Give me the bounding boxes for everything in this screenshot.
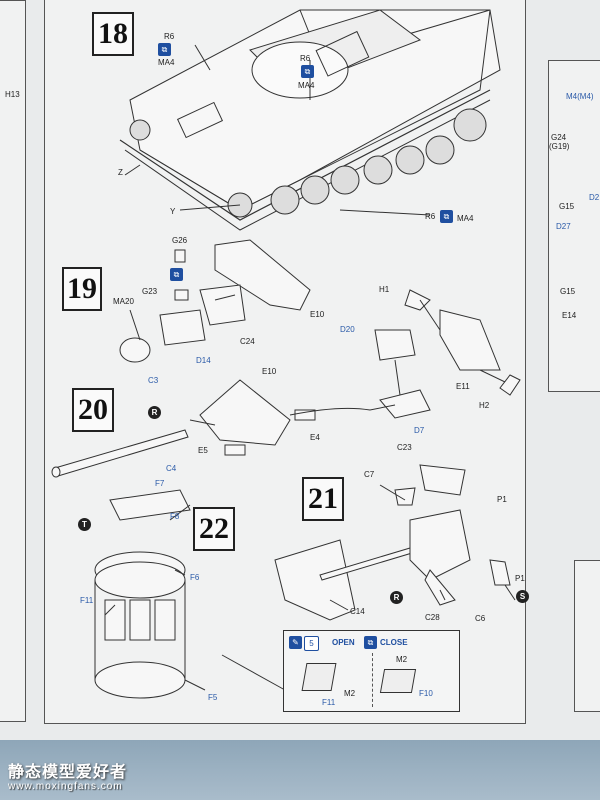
right-label-g15b: G15 (560, 287, 576, 296)
divider (372, 653, 373, 707)
watermark-title: 静态模型爱好者 (8, 764, 128, 781)
label-g26: G26 (172, 236, 188, 245)
label-g23: G23 (142, 287, 158, 296)
label-c7: C7 (364, 470, 375, 479)
label-e10-b: E10 (262, 367, 277, 376)
symbol-t-22: T (78, 518, 91, 531)
background-surface (0, 740, 600, 800)
label-r6-a: R6 (164, 32, 175, 41)
label-f6: F6 (190, 573, 200, 582)
leader-lines-19 (129, 294, 506, 396)
label-z: Z (118, 168, 123, 177)
leader-lines-22 (104, 504, 206, 691)
left-label-h13: H13 (5, 90, 20, 99)
label-p1-b: P1 (515, 574, 525, 583)
label-m2-a: M2 (344, 689, 356, 698)
label-c28: C28 (425, 613, 440, 622)
label-e4: E4 (310, 433, 320, 442)
label-y: Y (170, 207, 176, 216)
step-number-19: 19 (62, 267, 102, 311)
label-ma20: MA20 (113, 297, 134, 306)
cement-icon-e: ⧉ (364, 636, 377, 649)
label-c23: C23 (397, 443, 412, 452)
step-number-21: 21 (302, 477, 344, 521)
label-d20: D20 (340, 325, 355, 334)
label-h2: H2 (479, 401, 490, 410)
mantlet-drawing (119, 239, 521, 396)
detail-callout-line (221, 654, 286, 691)
step-number-20: 20 (72, 388, 114, 432)
gun-barrel-drawing (51, 379, 431, 478)
label-d14: D14 (196, 356, 211, 365)
right-label-g24: G24 (551, 133, 567, 142)
label-c6: C6 (475, 614, 486, 623)
right-label-m4: M4(M4) (566, 92, 594, 101)
open-hatch-drawing (301, 663, 337, 691)
right-edge-panel-lower (574, 560, 600, 712)
gun-assembly-drawing (274, 464, 511, 621)
label-r6-c: R6 (425, 212, 436, 221)
cement-icon-c: ⧉ (440, 210, 453, 223)
label-f10: F10 (419, 689, 433, 698)
paint-number-badge: 5 (304, 636, 319, 651)
cement-icon-a: ⧉ (158, 43, 171, 56)
label-c4: C4 (166, 464, 177, 473)
step-number-22: 22 (193, 507, 235, 551)
closed-hatch-drawing (379, 669, 417, 693)
label-f11-b: F11 (322, 698, 336, 707)
label-c3: C3 (148, 376, 159, 385)
label-c14: C14 (350, 607, 365, 616)
assembly-arrow-20 (189, 404, 396, 426)
label-e10-a: E10 (310, 310, 325, 319)
label-f7: F7 (155, 479, 165, 488)
assembly-drawings (51, 9, 521, 699)
instruction-page: H13 M4(M4) G24 (G19) G15 D2 D27 G15 E14 (0, 0, 600, 740)
open-close-detail-box: ✎ 5 OPEN ⧉ CLOSE F11 M2 M2 F10 (283, 630, 460, 712)
label-f5: F5 (208, 693, 218, 702)
label-close: CLOSE (380, 638, 408, 647)
right-edge-panel (548, 60, 600, 392)
label-c24: C24 (240, 337, 255, 346)
label-p1-a: P1 (497, 495, 507, 504)
label-e11: E11 (456, 382, 470, 391)
right-label-g15a: G15 (559, 202, 575, 211)
label-open: OPEN (332, 638, 355, 647)
label-h1: H1 (379, 285, 390, 294)
label-ma4-a: MA4 (158, 58, 175, 67)
label-ma4-c: MA4 (457, 214, 474, 223)
label-m2-b: M2 (396, 655, 408, 664)
right-label-e14: E14 (562, 311, 577, 320)
label-f11-a: F11 (80, 596, 94, 605)
watermark-url: www.moxingfans.com (8, 781, 123, 792)
right-label-d2: D2 (589, 193, 600, 202)
symbol-r-20: R (148, 406, 161, 419)
label-r6-b: R6 (300, 54, 311, 63)
turret-basket-drawing (94, 489, 191, 699)
step-number-18: 18 (92, 12, 134, 56)
left-edge-panel (0, 0, 26, 722)
right-label-g19: (G19) (549, 142, 570, 151)
label-f8: F8 (170, 512, 180, 521)
cement-icon-d: ⧉ (170, 268, 183, 281)
symbol-s-21: S (516, 590, 529, 603)
paint-icon: ✎ (289, 636, 302, 649)
road-wheels-drawing (129, 108, 487, 218)
right-label-d27: D27 (556, 222, 571, 231)
leader-lines-21 (329, 484, 516, 611)
label-ma4-b: MA4 (298, 81, 315, 90)
symbol-r-21: R (390, 591, 403, 604)
tank-hull-drawing (119, 9, 501, 231)
label-d7: D7 (414, 426, 425, 435)
label-e5: E5 (198, 446, 208, 455)
cement-icon-b: ⧉ (301, 65, 314, 78)
